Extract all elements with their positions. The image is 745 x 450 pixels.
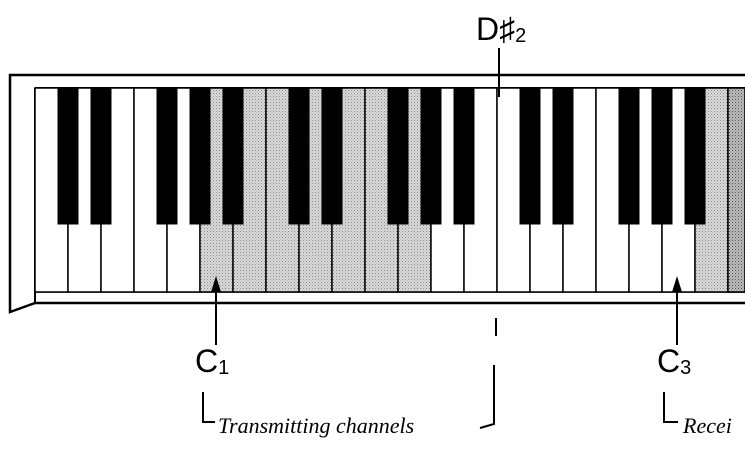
shaded-key	[727, 87, 745, 293]
receiving-channels-label: Recei	[683, 413, 732, 438]
receive-bracket-left	[663, 392, 678, 423]
c1-label: C1	[195, 343, 230, 379]
c3-arrowhead	[672, 276, 682, 292]
black-key	[189, 87, 211, 225]
black-key	[222, 87, 244, 225]
black-key	[57, 87, 79, 225]
c3-label: C3	[657, 343, 692, 379]
d-sharp-2-label: D♯2	[476, 11, 527, 47]
black-key	[156, 87, 178, 225]
transmit-bracket-left	[202, 392, 215, 423]
black-key	[321, 87, 343, 225]
black-key	[684, 87, 706, 225]
transmitting-channels-label: Transmitting channels	[218, 413, 415, 438]
c1-arrowhead	[211, 276, 221, 292]
black-key	[288, 87, 310, 225]
black-key	[387, 87, 409, 225]
black-key	[453, 87, 475, 225]
black-key	[420, 87, 442, 225]
black-key	[618, 87, 640, 225]
transmit-bracket-right	[479, 365, 495, 429]
black-key	[519, 87, 541, 225]
black-key	[651, 87, 673, 225]
pointer-lines	[202, 48, 682, 429]
black-keys	[57, 87, 706, 225]
black-key	[552, 87, 574, 225]
black-key	[90, 87, 112, 225]
shaded-ranges	[727, 87, 745, 293]
